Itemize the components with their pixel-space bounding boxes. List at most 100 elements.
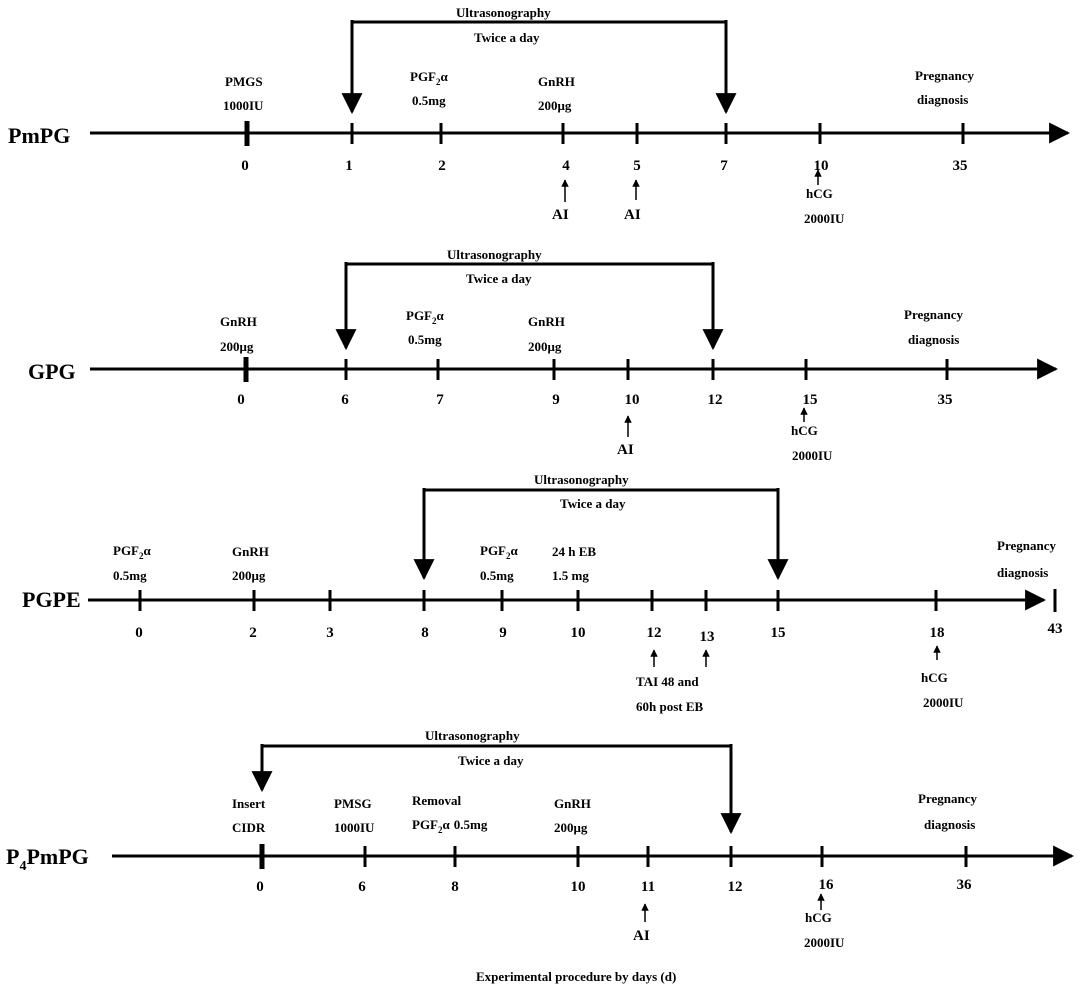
us-bracket: [344, 262, 715, 266]
tick-label: 9: [552, 392, 560, 408]
tick-labels: 0 6 7 9 10 12 15 35: [237, 392, 952, 408]
event-gnrh-2: GnRH: [528, 314, 565, 329]
event-gnrh: GnRH: [538, 74, 575, 89]
event-pmgs: PMGS: [225, 74, 263, 89]
tick-label: 0: [135, 625, 143, 641]
tick-labels: 0 2 3 8 9 10 12 13 15 18 43: [135, 621, 1062, 645]
us-subtitle: Twice a day: [560, 496, 626, 511]
event-gnrh-dose: 200μg: [220, 339, 254, 354]
event-pregnancy-2: diagnosis: [924, 817, 975, 832]
event-pregnancy: Pregnancy: [904, 307, 963, 322]
tick-label: 7: [436, 392, 444, 408]
event-pmgs-dose: 1000IU: [223, 98, 264, 113]
ticks: [259, 844, 968, 869]
us-subtitle: Twice a day: [458, 753, 524, 768]
us-bracket: [350, 20, 728, 24]
tick-label: 8: [451, 879, 459, 895]
event-pregnancy: Pregnancy: [915, 68, 974, 83]
timeline-gpg: GPG Ultrasonography Twice a day 0 6 7 9 …: [28, 247, 1059, 463]
event-gnrh: GnRH: [232, 544, 269, 559]
tick-label: 10: [814, 158, 829, 174]
tick-label: 0: [256, 879, 264, 895]
event-pregnancy: Pregnancy: [918, 791, 977, 806]
tick-label: 9: [499, 625, 507, 641]
tick-label: 36: [957, 877, 973, 893]
us-subtitle: Twice a day: [474, 30, 540, 45]
event-pgf-2: PGF2α: [480, 543, 519, 561]
us-title: Ultrasonography: [534, 472, 629, 487]
event-gnrh-dose: 200μg: [232, 568, 266, 583]
tick-label: 35: [953, 158, 968, 174]
tick-label: 15: [771, 625, 786, 641]
row-label-pmpg: PmPG: [8, 123, 70, 148]
event-ai: AI: [633, 928, 650, 944]
us-bracket: [422, 488, 780, 492]
us-title: Ultrasonography: [456, 5, 551, 20]
tick-label: 43: [1048, 621, 1063, 637]
event-pmsg: PMSG: [334, 796, 372, 811]
tick-label: 0: [241, 158, 249, 174]
tick-label: 0: [237, 392, 245, 408]
event-cidr: CIDR: [232, 820, 266, 835]
tick-label: 13: [700, 629, 715, 645]
event-insert: Insert: [232, 796, 266, 811]
ticks: [243, 357, 949, 382]
event-hcg-dose: 2000IU: [923, 695, 964, 710]
tick-label: 35: [938, 392, 953, 408]
tick-label: 10: [571, 625, 586, 641]
event-pregnancy-2: diagnosis: [997, 565, 1048, 580]
tick-label: 12: [708, 392, 723, 408]
event-hcg-dose: 2000IU: [792, 448, 833, 463]
us-title: Ultrasonography: [425, 728, 520, 743]
event-gnrh: GnRH: [220, 314, 257, 329]
event-hcg: hCG: [806, 186, 833, 201]
ticks: [244, 121, 965, 146]
event-pgf-dose: 0.5mg: [408, 332, 442, 347]
tick-label: 12: [647, 625, 662, 641]
tick-label: 15: [803, 392, 818, 408]
event-pgf-dose: 0.5mg: [113, 568, 147, 583]
footer-caption: Experimental procedure by days (d): [476, 969, 676, 984]
event-hcg-dose: 2000IU: [804, 211, 845, 226]
event-pgf-dose: 0.5mg: [412, 93, 446, 108]
timeline-p4pmpg: P4PmPG Ultrasonography Twice a day 0 6 8…: [6, 728, 1075, 950]
event-pgf: PGF2α: [406, 308, 445, 326]
tick-label: 2: [249, 625, 257, 641]
event-hcg-dose: 2000IU: [804, 935, 845, 950]
tick-label: 1: [345, 158, 353, 174]
event-ai: AI: [624, 207, 641, 223]
ticks: [138, 590, 938, 611]
event-pgf-2-dose: 0.5mg: [480, 568, 514, 583]
tick-label: 5: [633, 158, 641, 174]
tick-label: 6: [341, 392, 349, 408]
event-ai: AI: [617, 442, 634, 458]
timeline-pgpe: PGPE Ultrasonography Twice a day 0 2 3 8…: [22, 472, 1063, 714]
event-removal: Removal: [412, 793, 461, 808]
event-pmsg-dose: 1000IU: [334, 820, 375, 835]
event-hcg: hCG: [805, 910, 832, 925]
event-tai-2: 60h post EB: [636, 699, 704, 714]
row-label-gpg: GPG: [28, 359, 76, 384]
tick-label: 10: [625, 392, 640, 408]
us-bracket: [260, 744, 733, 748]
event-pgf: PGF2α: [113, 543, 152, 561]
tick-label: 4: [562, 158, 570, 174]
tick-label: 16: [819, 877, 835, 893]
tick-label: 7: [720, 158, 728, 174]
event-pregnancy-2: diagnosis: [917, 92, 968, 107]
event-gnrh: GnRH: [554, 796, 591, 811]
event-hcg: hCG: [791, 423, 818, 438]
tick-label: 18: [930, 625, 945, 641]
event-gnrh-2-dose: 200μg: [528, 339, 562, 354]
row-label-p4pmpg: P4PmPG: [6, 844, 89, 874]
tick-label: 8: [421, 625, 429, 641]
tick-label: 6: [358, 879, 366, 895]
event-hcg: hCG: [921, 670, 948, 685]
timeline-pmpg: PmPG Ultrasonography Twice a day 0 1 2 4…: [8, 5, 1071, 226]
event-gnrh-dose: 200μg: [554, 820, 588, 835]
tick-label: 3: [326, 625, 334, 641]
row-label-pgpe: PGPE: [22, 587, 81, 612]
